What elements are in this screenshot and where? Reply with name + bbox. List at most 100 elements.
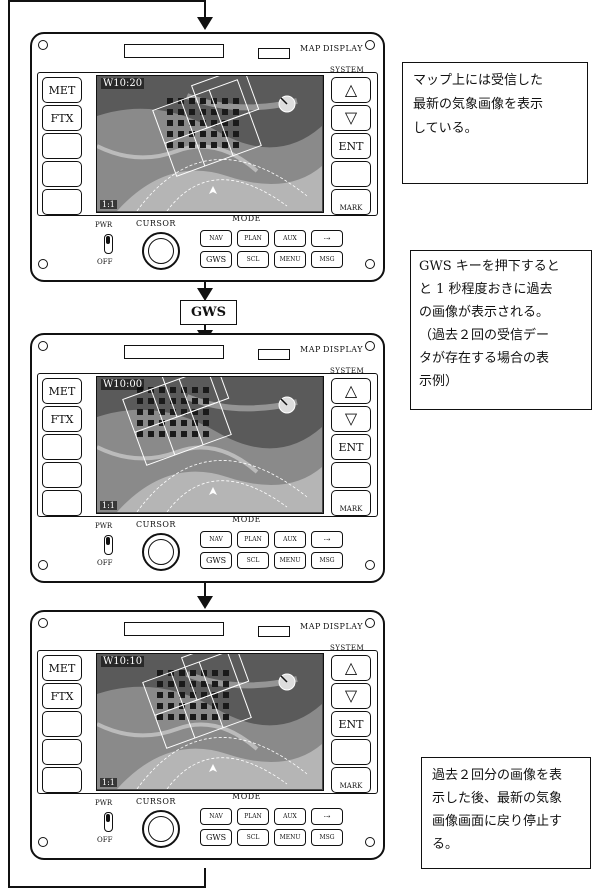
menu-button[interactable]: MENU xyxy=(274,552,306,569)
mark-key[interactable]: MARK xyxy=(331,767,371,793)
triangle-down-icon: ▽ xyxy=(344,686,358,705)
nav-button[interactable]: NAV xyxy=(200,808,232,825)
mark-key[interactable]: MARK xyxy=(331,189,371,215)
note-line: タが存在する場合の表 xyxy=(419,351,550,366)
label-map: MAP xyxy=(300,622,321,631)
ent-key[interactable]: ENT xyxy=(331,434,371,460)
power-switch[interactable] xyxy=(104,812,113,832)
soft-key-l4[interactable] xyxy=(42,161,82,187)
scl-button[interactable]: SCL xyxy=(237,251,269,268)
ftx-key[interactable]: FTX xyxy=(42,683,82,709)
aux-button[interactable]: AUX xyxy=(274,808,306,825)
gws-button[interactable]: GWS xyxy=(200,251,232,268)
soft-key-l3[interactable] xyxy=(42,434,82,460)
up-key[interactable]: △ xyxy=(331,655,371,681)
soft-key-l4[interactable] xyxy=(42,739,82,765)
direct-to-button[interactable]: ⇢ xyxy=(311,808,343,825)
plan-button[interactable]: PLAN xyxy=(237,808,269,825)
scl-button[interactable]: SCL xyxy=(237,552,269,569)
soft-key-l3[interactable] xyxy=(42,711,82,737)
plan-button[interactable]: PLAN xyxy=(237,230,269,247)
soft-key-l5[interactable] xyxy=(42,767,82,793)
weather-imagery xyxy=(97,377,322,512)
label-display: DISPLAY xyxy=(323,622,363,631)
direct-to-button[interactable]: ⇢ xyxy=(311,531,343,548)
cursor-knob[interactable] xyxy=(142,232,180,270)
soft-key-r4[interactable] xyxy=(331,161,371,187)
indicator-slot xyxy=(258,48,290,59)
weather-imagery xyxy=(97,76,322,211)
met-key[interactable]: MET xyxy=(42,378,82,404)
note-line: （過去２回の受信デー xyxy=(419,328,550,343)
soft-key-r4[interactable] xyxy=(331,462,371,488)
down-key[interactable]: ▽ xyxy=(331,406,371,432)
soft-key-l4[interactable] xyxy=(42,462,82,488)
msg-button[interactable]: MSG xyxy=(311,251,343,268)
pwr-label: PWR xyxy=(95,799,113,807)
note-line: 最新の気象画像を表示 xyxy=(413,97,544,112)
screw-icon xyxy=(365,341,375,351)
screw-icon xyxy=(38,40,48,50)
met-key[interactable]: MET xyxy=(42,77,82,103)
screw-icon xyxy=(38,837,48,847)
ent-key[interactable]: ENT xyxy=(331,711,371,737)
triangle-down-icon: ▽ xyxy=(344,108,358,127)
nav-button[interactable]: NAV xyxy=(200,230,232,247)
nav-button[interactable]: NAV xyxy=(200,531,232,548)
arrow-down-icon xyxy=(197,596,213,609)
time-readout: W10:10 xyxy=(101,656,145,667)
up-key[interactable]: △ xyxy=(331,77,371,103)
flow-line-2 xyxy=(204,325,206,333)
weather-map-screen: W10:10 1:1 xyxy=(96,653,324,791)
msg-button[interactable]: MSG xyxy=(311,829,343,846)
screw-icon xyxy=(38,259,48,269)
weather-map-screen: W10:00 1:1 xyxy=(96,376,324,514)
gws-button[interactable]: GWS xyxy=(200,552,232,569)
power-switch[interactable] xyxy=(104,234,113,254)
up-key[interactable]: △ xyxy=(331,378,371,404)
met-key[interactable]: MET xyxy=(42,655,82,681)
msg-button[interactable]: MSG xyxy=(311,552,343,569)
flow-line-left xyxy=(8,0,10,888)
cursor-label: CURSOR xyxy=(136,520,176,529)
ftx-key[interactable]: FTX xyxy=(42,406,82,432)
down-key[interactable]: ▽ xyxy=(331,105,371,131)
label-display: DISPLAY xyxy=(323,44,363,53)
ent-key[interactable]: ENT xyxy=(331,133,371,159)
note-line: と 1 秒程度おきに過去 xyxy=(419,282,553,297)
gws-button[interactable]: GWS xyxy=(200,829,232,846)
menu-button[interactable]: MENU xyxy=(274,829,306,846)
screw-icon xyxy=(365,560,375,570)
weather-map-screen: W10:20 1:1 xyxy=(96,75,324,213)
soft-key-l3[interactable] xyxy=(42,133,82,159)
aux-button[interactable]: AUX xyxy=(274,531,306,548)
label-map: MAP xyxy=(300,345,321,354)
note-line: している。 xyxy=(413,121,478,136)
arrow-down-icon xyxy=(197,17,213,30)
off-label: OFF xyxy=(97,559,113,567)
scale-readout: 1:1 xyxy=(100,778,117,787)
note-line: GWS キーを押下すると xyxy=(419,259,560,274)
power-switch[interactable] xyxy=(104,535,113,555)
indicator-slot xyxy=(258,626,290,637)
down-key[interactable]: ▽ xyxy=(331,683,371,709)
soft-key-l5[interactable] xyxy=(42,490,82,516)
menu-button[interactable]: MENU xyxy=(274,251,306,268)
cursor-knob[interactable] xyxy=(142,810,180,848)
scl-button[interactable]: SCL xyxy=(237,829,269,846)
plan-button[interactable]: PLAN xyxy=(237,531,269,548)
cursor-knob[interactable] xyxy=(142,533,180,571)
soft-key-r4[interactable] xyxy=(331,739,371,765)
aux-button[interactable]: AUX xyxy=(274,230,306,247)
ftx-key[interactable]: FTX xyxy=(42,105,82,131)
soft-key-l5[interactable] xyxy=(42,189,82,215)
screw-icon xyxy=(365,259,375,269)
direct-to-button[interactable]: ⇢ xyxy=(311,230,343,247)
time-readout: W10:00 xyxy=(101,379,145,390)
label-system: SYSTEM xyxy=(330,644,365,652)
mark-key[interactable]: MARK xyxy=(331,490,371,516)
